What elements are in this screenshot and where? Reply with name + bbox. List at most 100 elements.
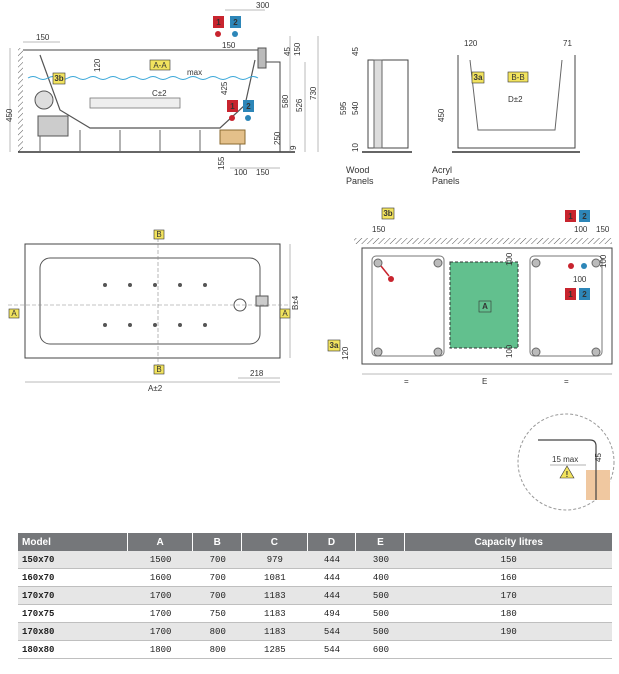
top-outline [24, 243, 281, 359]
cell-c: 1183 [242, 587, 308, 605]
drain-waste [219, 129, 246, 145]
wood-caption-line1: Wood [346, 165, 370, 175]
svg-text:!: ! [566, 470, 569, 479]
cold-tag-bottom [243, 100, 254, 112]
base-dim-100-zone-top: 100 [505, 252, 514, 266]
wood-dim-45: 45 [351, 47, 360, 56]
header-b: B [193, 533, 243, 551]
tag-3b-base-text: 3b [383, 209, 392, 218]
zone-a-text: A [482, 302, 488, 311]
top-dim-218: 218 [250, 369, 264, 378]
cell-model: 170x80 [18, 623, 128, 641]
technical-drawings: 3b A-A 1 2 1 2 300 150 150 45 150 730 58 [5, 1, 615, 511]
cold-tag-top-text: 2 [233, 18, 238, 27]
base-frame-view: A 1 2 1 2 3b 3a 150 100 150 100 100 100 … [327, 207, 613, 386]
hot-tag-bottom [227, 100, 238, 112]
base-dim-120: 120 [341, 346, 350, 360]
cell-c: 1183 [242, 623, 308, 641]
dim-526: 526 [295, 98, 304, 112]
tag-3b-text: 3b [54, 74, 63, 83]
tag-a-left [8, 308, 20, 319]
tub-legs [39, 130, 241, 152]
cell-d: 494 [307, 605, 357, 623]
cell-a: 1700 [127, 605, 194, 623]
top-view: A A B B 218 A±2 B±4 [8, 229, 300, 393]
dim-150-left: 150 [36, 33, 50, 42]
cell-model: 180x80 [18, 641, 128, 659]
pipe-duct [89, 97, 181, 109]
base-dim-100-mid: 100 [573, 275, 587, 284]
base-cold-tag-mid [579, 288, 590, 300]
tag-a-right-text: A [282, 309, 288, 318]
tag-a-left-text: A [11, 309, 17, 318]
tub-basin-profile [39, 54, 256, 129]
acryl-panels-caption: Acryl Panels [432, 165, 460, 187]
dim-150-tag: 150 [222, 41, 236, 50]
water-level-line [27, 76, 259, 80]
base-dim-100-top: 100 [574, 225, 588, 234]
acryl-dim-120: 120 [464, 39, 478, 48]
detail-rim-profile [538, 439, 597, 500]
acryl-dim-d: D±2 [508, 95, 523, 104]
header-e: E [356, 533, 406, 551]
tag-section-bb [507, 71, 529, 83]
top-dim-a: A±2 [148, 384, 163, 393]
dim-c: C±2 [152, 89, 167, 98]
wood-caption-line2: Panels [346, 176, 374, 186]
base-wall-hatch [354, 238, 612, 244]
base-hot-tag-top-text: 1 [568, 212, 573, 221]
base-hot-tag-mid [565, 288, 576, 300]
base-cold-valve [581, 263, 587, 269]
model-spec-table: Model A B C D E Capacity litres 150x70 1… [18, 533, 612, 659]
header-a: A [127, 533, 194, 551]
tag-section-aa [149, 59, 171, 71]
side-dimension-lines [9, 9, 319, 169]
base-dim-100-right: 100 [599, 254, 608, 268]
base-dim-eq-left: = [404, 377, 409, 386]
cell-e: 500 [356, 623, 406, 641]
jet-positions [103, 283, 207, 327]
base-cold-tag-mid-text: 2 [582, 290, 587, 299]
cell-e: 400 [356, 569, 406, 587]
hot-valve-top [215, 31, 221, 37]
wood-panel-frame [367, 59, 409, 149]
table-header-row: Model A B C D E Capacity litres [18, 533, 612, 551]
wood-panels-caption: Wood Panels [346, 165, 374, 187]
wall-hatch [18, 48, 23, 152]
acryl-dim-71: 71 [563, 39, 572, 48]
base-hot-tag-top [565, 210, 576, 222]
cell-a: 1500 [127, 551, 194, 569]
tag-3a-base-text: 3a [330, 341, 339, 350]
wood-panel-leg [373, 59, 383, 149]
dim-300: 300 [256, 1, 270, 10]
acryl-frame [457, 55, 576, 149]
base-hot-point [388, 276, 394, 282]
cell-e: 500 [356, 605, 406, 623]
blower-unit [37, 115, 69, 137]
wood-dim-10: 10 [351, 143, 360, 152]
cell-c: 1183 [242, 605, 308, 623]
header-capacity: Capacity litres [405, 533, 612, 551]
acryl-dim-450: 450 [437, 108, 446, 122]
table-row: 150x70 1500 700 979 444 300 150 [18, 551, 612, 569]
pump-motor [34, 90, 54, 110]
cell-c: 979 [242, 551, 308, 569]
cell-model: 150x70 [18, 551, 128, 569]
dim-425: 425 [220, 81, 229, 95]
cell-capacity: 170 [405, 587, 612, 605]
tag-b-top [153, 229, 165, 240]
warning-icon [559, 465, 575, 479]
base-cold-tag-top-text: 2 [582, 212, 587, 221]
cell-b: 700 [193, 569, 243, 587]
tag-bb-text: B-B [511, 73, 524, 82]
hot-tag-top-text: 1 [216, 18, 221, 27]
tag-aa-text: A-A [153, 61, 167, 70]
cell-capacity [405, 641, 612, 659]
acryl-basin [469, 59, 563, 131]
header-model: Model [18, 533, 128, 551]
cell-b: 800 [193, 623, 243, 641]
dim-580: 580 [281, 94, 290, 108]
dim-100-bottom: 100 [234, 168, 248, 177]
top-dim-b: B±4 [291, 295, 300, 310]
acryl-panel-view: 120 71 450 D±2 3a B-B [437, 39, 580, 153]
